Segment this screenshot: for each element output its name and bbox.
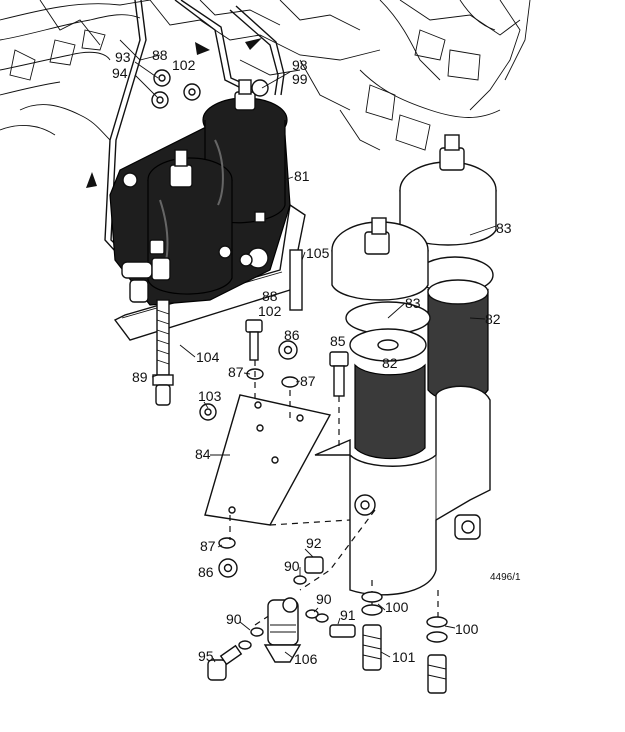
part-label-92: 92 <box>306 535 322 551</box>
part-label-104: 104 <box>196 349 220 365</box>
part-label-91: 91 <box>340 607 356 623</box>
part-label-83: 83 <box>496 220 512 236</box>
bleed-screw <box>152 299 174 406</box>
part-label-102: 102 <box>258 303 282 319</box>
part-label-101: 101 <box>392 649 416 665</box>
part-label-86: 86 <box>284 327 300 343</box>
mounting-bracket <box>204 394 332 526</box>
part-label-90: 90 <box>284 558 300 574</box>
twin-filter-assembly <box>109 79 291 306</box>
part-label-88: 88 <box>152 47 168 63</box>
part-label-100: 100 <box>455 621 479 637</box>
part-label-87: 87 <box>228 364 244 380</box>
part-label-87: 87 <box>200 538 216 554</box>
part-label-99: 99 <box>292 71 308 87</box>
part-label-103: 103 <box>198 388 222 404</box>
part-labels: 93 88 94 102 98 99 81 83 105 83 82 88 10… <box>112 47 521 667</box>
fasteners <box>199 319 349 578</box>
part-label-94: 94 <box>112 65 128 81</box>
flow-arrow-icon <box>195 42 210 55</box>
leader-lines <box>134 61 497 663</box>
bracket-strip <box>289 249 303 311</box>
part-label-106: 106 <box>294 651 318 667</box>
part-label-88: 88 <box>262 288 278 304</box>
assembly-lines <box>229 360 439 626</box>
part-label-84: 84 <box>195 446 211 462</box>
chassis-background <box>0 0 531 151</box>
part-label-90: 90 <box>316 591 332 607</box>
part-label-85: 85 <box>330 333 346 349</box>
part-label-105: 105 <box>306 245 330 261</box>
part-label-95: 95 <box>198 648 214 664</box>
part-label-86: 86 <box>198 564 214 580</box>
part-label-93: 93 <box>115 49 131 65</box>
lower-fittings <box>207 556 448 694</box>
part-label-87: 87 <box>300 373 316 389</box>
part-label-102: 102 <box>172 57 196 73</box>
part-label-82: 82 <box>485 311 501 327</box>
part-label-98: 98 <box>292 57 308 73</box>
part-label-90: 90 <box>226 611 242 627</box>
part-label-81: 81 <box>294 168 310 184</box>
part-label-89: 89 <box>132 369 148 385</box>
part-label-82: 82 <box>382 355 398 371</box>
flow-arrow-icon <box>245 38 262 50</box>
part-label-83: 83 <box>405 295 421 311</box>
nuts-top <box>151 69 201 109</box>
filter-housing <box>314 134 497 596</box>
part-label-100: 100 <box>385 599 409 615</box>
drawing-reference: 4496/1 <box>490 572 521 583</box>
flow-arrow-icon <box>86 172 97 188</box>
